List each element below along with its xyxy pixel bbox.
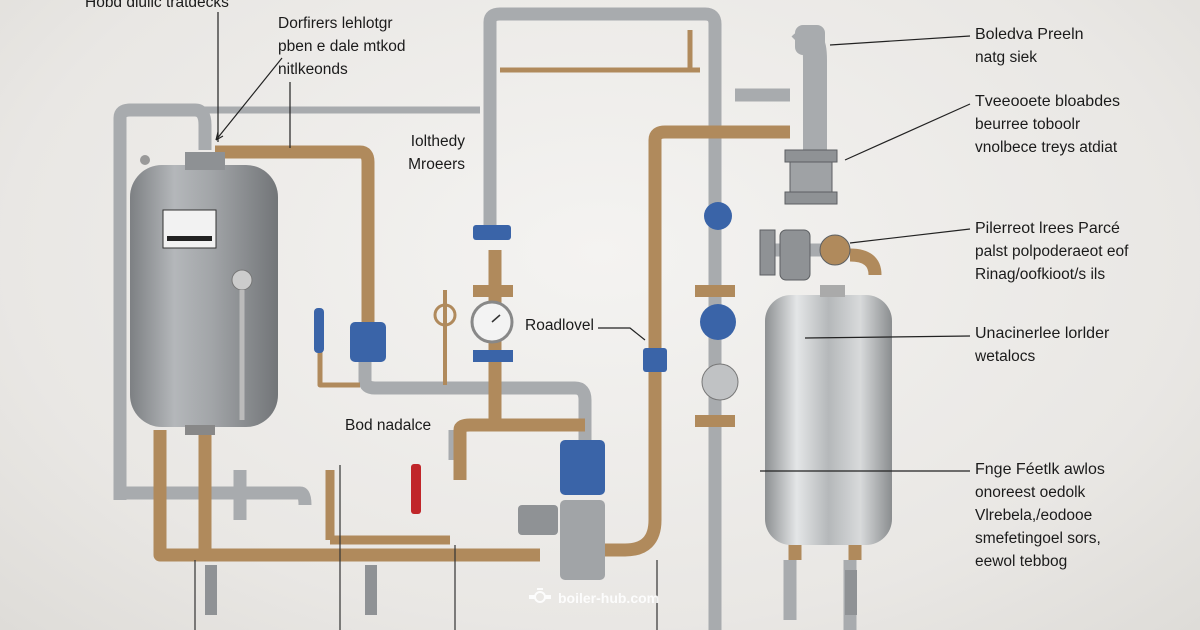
label-line: Roadlovel — [525, 317, 594, 334]
label-line: Dorfirers lehlotgr — [278, 15, 393, 32]
blue-valve — [473, 225, 511, 240]
label-heading: Pilerreot lrees Parcé — [975, 220, 1120, 237]
valve-icon — [528, 588, 552, 607]
gauge-needle — [491, 314, 501, 323]
label-line: Iolthedy — [410, 133, 465, 150]
label-line: palst polpoderaeot eof — [975, 243, 1129, 260]
label-middle-gauge: Roadlovel — [525, 314, 594, 337]
red-valve-handle — [411, 464, 421, 514]
label-right-3: Pilerreot lrees Parcé palst polpoderaeot… — [975, 217, 1128, 286]
label-middle-lower: Bod nadalce — [345, 414, 431, 437]
label-line: wetalocs — [975, 348, 1036, 365]
blue-valve-handwheel — [704, 202, 732, 230]
gray-valve-wheel — [701, 363, 739, 401]
leader-lines — [194, 12, 971, 630]
tank-rating-plate — [162, 209, 217, 249]
label-line: natg siek — [975, 49, 1038, 66]
valves — [314, 202, 739, 580]
label-right-1: Boledva Preeln natg siek — [975, 23, 1084, 69]
label-right-2: Tveeooete bloabdes beurree toboolr vnolb… — [975, 90, 1120, 159]
label-line: onoreest oedolk — [975, 484, 1086, 501]
blue-valve-handwheel — [700, 304, 736, 340]
blue-valve — [560, 440, 605, 495]
label-line: Bod nadalce — [345, 417, 432, 434]
label-heading: Tveeooete bloabdes — [975, 93, 1120, 110]
watermark: boiler-hub.com — [528, 588, 659, 607]
label-top-center: Dorfirers lehlotgr pben e dale mtkod nit… — [278, 12, 406, 81]
label-line: Rinag/oofkioot/s ils — [975, 266, 1106, 283]
label-line: nitlkeonds — [278, 61, 348, 78]
watermark-text: boiler-hub.com — [558, 589, 660, 606]
label-right-5: Fnge Féetlk awlos onoreest oedolk Vlrebe… — [975, 458, 1105, 573]
blue-valve — [350, 322, 386, 362]
label-line: smefetingoel sors, — [975, 530, 1101, 547]
blue-valve-handle — [314, 308, 324, 353]
label-heading: Boledva Preeln — [975, 26, 1084, 43]
label-heading: Unacinerlee lorlder — [975, 325, 1110, 342]
thermometer-icon — [433, 303, 457, 327]
label-line: eewol tebbog — [975, 553, 1068, 570]
label-line: pben e dale mtkod — [278, 38, 406, 55]
label-top-left: Hobd dlulic tratdecks — [85, 0, 229, 14]
label-middle-upper: Iolthedy Mroeers — [395, 130, 465, 176]
gray-valve-body — [560, 500, 605, 580]
top-elbow — [795, 25, 825, 55]
left-boiler-tank — [130, 152, 278, 435]
flange-column — [759, 149, 851, 281]
label-line: vnolbece treys atdiat — [975, 139, 1118, 156]
label-heading: Fnge Féetlk awlos — [975, 461, 1105, 478]
label-right-4: Unacinerlee lorlder wetalocs — [975, 322, 1109, 368]
label-line: Hobd dlulic tratdecks — [85, 0, 229, 11]
label-line: beurree toboolr — [975, 116, 1081, 133]
wall-brackets — [205, 565, 857, 615]
label-line: Vlrebela,/eodooe — [975, 507, 1093, 524]
blue-valve — [643, 348, 667, 372]
right-expansion-tank — [765, 285, 892, 545]
gray-valve — [518, 505, 558, 535]
label-line: Mroeers — [408, 156, 465, 173]
